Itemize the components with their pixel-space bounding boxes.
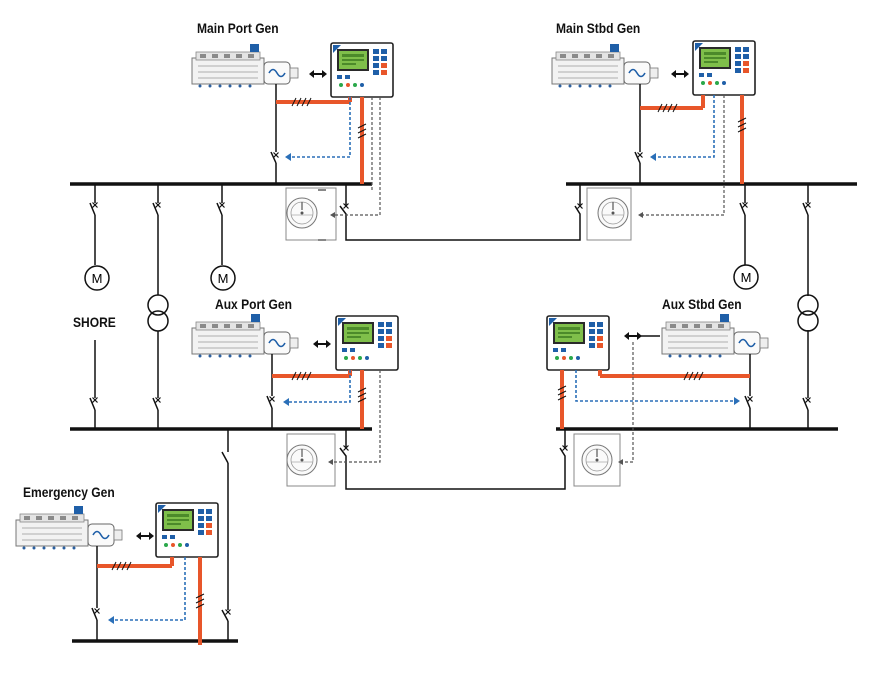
sync-relay-main-stbd (586, 187, 632, 241)
shore-label: SHORE (73, 314, 116, 330)
shore-to-aux-bus (89, 331, 159, 429)
aux-stbd-genset (661, 314, 769, 359)
main-stbd-feeder (634, 84, 747, 218)
aux-stbd-feeder (557, 335, 754, 465)
aux-port-controller (335, 315, 399, 371)
aux-stbd-gen-label: Aux Stbd Gen (662, 296, 742, 312)
emergency-genset (15, 506, 123, 551)
sync-relay-aux-port (286, 433, 336, 487)
svg-text:M: M (741, 270, 752, 285)
transformer-icon (797, 294, 819, 332)
main-port-feeder (270, 84, 381, 218)
motor-icon: M (210, 265, 236, 291)
svg-text:M: M (218, 271, 229, 286)
bus-tie-aux (339, 429, 566, 490)
aux-stbd-controller (546, 315, 610, 371)
emergency-feeder (91, 546, 205, 645)
motor-icon: M (733, 264, 759, 290)
emergency-gen-label: Emergency Gen (23, 484, 115, 500)
aux-port-genset (191, 314, 299, 359)
main-stbd-gen-label: Main Stbd Gen (556, 20, 641, 36)
aux-port-feeder (266, 354, 381, 465)
aux-to-emergency-tie (221, 429, 229, 641)
aux-port-gen-label: Aux Port Gen (215, 296, 292, 312)
motor-icon: M (84, 265, 110, 291)
transformer-icon (147, 294, 169, 332)
main-port-controller (330, 42, 394, 98)
main-stbd-controller (692, 40, 756, 96)
sync-relay-aux-stbd (573, 433, 621, 487)
sync-relay-main-port (285, 187, 337, 241)
emergency-controller (155, 502, 219, 558)
main-stbd-bus-feeders (739, 184, 809, 429)
main-port-bus-feeders (89, 184, 223, 295)
main-port-gen-label: Main Port Gen (197, 20, 279, 36)
main-port-genset (191, 44, 299, 89)
bus-tie-main (339, 184, 581, 241)
svg-text:M: M (92, 271, 103, 286)
main-stbd-genset (551, 44, 659, 89)
